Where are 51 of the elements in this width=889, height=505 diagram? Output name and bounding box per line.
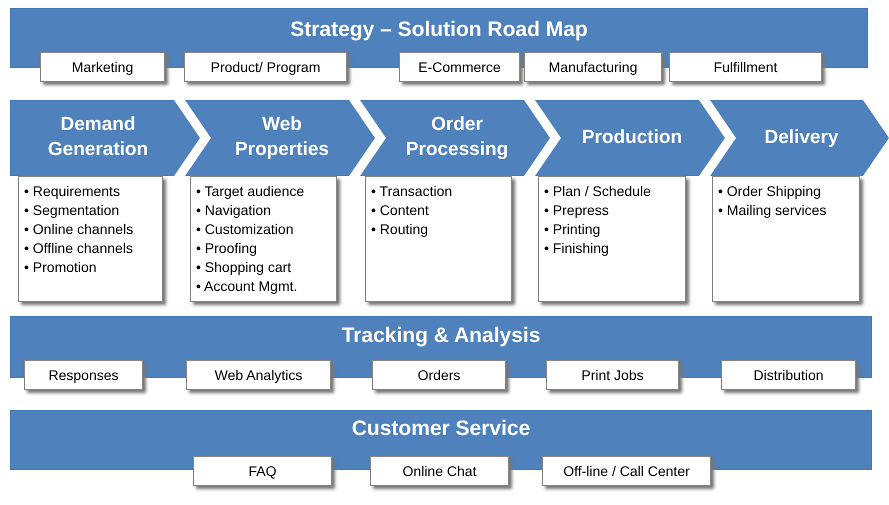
list-item: • Requirements bbox=[24, 182, 121, 201]
bullet-list-card bbox=[538, 176, 686, 302]
band-title: Tracking & Analysis bbox=[340, 324, 542, 348]
band-title: Strategy – Solution Road Map bbox=[289, 18, 589, 42]
list-item: • Account Mgmt. bbox=[196, 277, 298, 296]
list-item: • Customization bbox=[196, 220, 294, 239]
category-label: Distribution bbox=[721, 360, 856, 390]
list-item: • Segmentation bbox=[24, 201, 120, 220]
category-label: Product/ Program bbox=[184, 52, 347, 82]
stage-title: Delivery bbox=[764, 126, 838, 150]
category-label: FAQ bbox=[193, 456, 332, 486]
list-item: • Prepress bbox=[544, 201, 610, 220]
stage-header bbox=[535, 100, 725, 176]
bullet-list-card bbox=[190, 176, 337, 302]
bullet-list-card bbox=[712, 176, 860, 302]
category-label: Responses bbox=[24, 360, 143, 390]
list-item: • Transaction bbox=[371, 182, 454, 201]
list-item: • Routing bbox=[371, 220, 430, 239]
list-item: • Navigation bbox=[196, 201, 272, 220]
category-label: Manufacturing bbox=[524, 52, 662, 82]
category-label: Marketing bbox=[40, 52, 165, 82]
category-label: Web Analytics bbox=[186, 360, 331, 390]
stage-header bbox=[360, 100, 550, 176]
category-label: Fulfillment bbox=[669, 52, 822, 82]
category-label: Orders bbox=[372, 360, 506, 390]
stage-header bbox=[185, 100, 375, 176]
stage-title: Production bbox=[582, 126, 682, 150]
list-item: • Mailing services bbox=[718, 201, 828, 220]
stage-header bbox=[710, 100, 889, 176]
list-item: • Finishing bbox=[544, 239, 610, 258]
list-item: • Shopping cart bbox=[196, 258, 292, 277]
list-item: • Proofing bbox=[196, 239, 258, 258]
list-item: • Content bbox=[371, 201, 430, 220]
stage-title: Order Processing bbox=[404, 113, 510, 162]
stage-header bbox=[10, 100, 200, 176]
category-label: Off-line / Call Center bbox=[542, 456, 711, 486]
stage-title: Demand Generation bbox=[46, 113, 150, 162]
list-item: • Online channels bbox=[24, 220, 134, 239]
band-title: Customer Service bbox=[350, 417, 532, 441]
category-label: Print Jobs bbox=[546, 360, 679, 390]
list-item: • Printing bbox=[544, 220, 602, 239]
bullet-list-card bbox=[18, 176, 163, 302]
category-label: E-Commerce bbox=[399, 52, 520, 82]
list-item: • Offline channels bbox=[24, 239, 134, 258]
category-label: Online Chat bbox=[370, 456, 509, 486]
list-item: • Plan / Schedule bbox=[544, 182, 652, 201]
bullet-list-card bbox=[365, 176, 512, 302]
list-item: • Promotion bbox=[24, 258, 98, 277]
list-item: • Target audience bbox=[196, 182, 306, 201]
stage-title: Web Properties bbox=[234, 113, 330, 162]
list-item: • Order Shipping bbox=[718, 182, 822, 201]
